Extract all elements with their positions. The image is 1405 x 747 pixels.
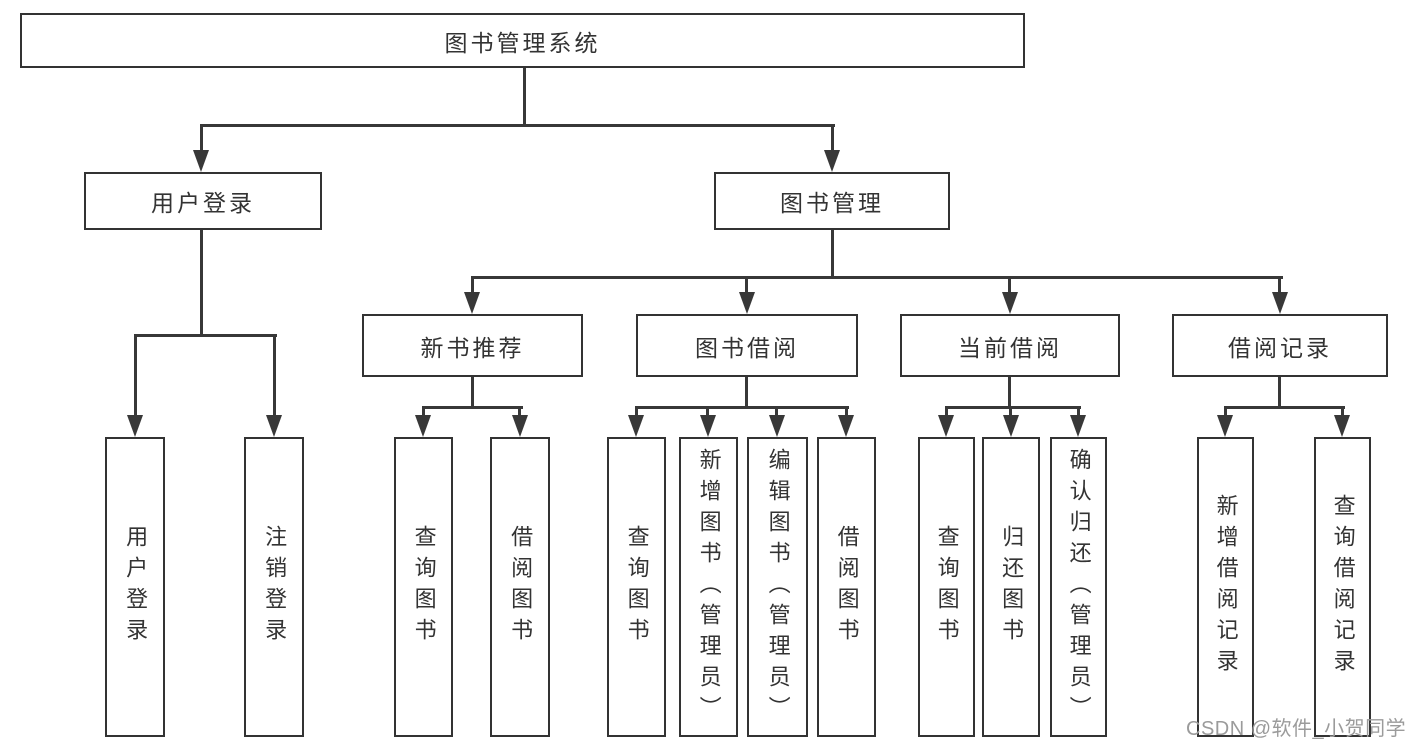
leaf-edit-book-admin: 编辑图书（管理员）: [747, 437, 808, 737]
leaf-add-borrow-record: 新增借阅记录: [1197, 437, 1254, 737]
connector-drop: [1008, 276, 1011, 296]
arrow-down-icon: [415, 415, 431, 437]
connector-drop: [518, 406, 521, 420]
arrow-down-icon: [824, 150, 840, 172]
node-label: 新书推荐: [420, 334, 525, 361]
node-label: 图书借阅: [695, 334, 799, 361]
node-library-management-system: 图书管理系统: [20, 13, 1025, 68]
node-label: 当前借阅: [958, 334, 1062, 361]
csdn-watermark: CSDN @软件_小贺同学: [1186, 718, 1405, 740]
leaf-label: 新增图书（管理员）: [696, 447, 722, 727]
arrow-down-icon: [1334, 415, 1350, 437]
connector-drop: [1009, 406, 1012, 420]
connector-drop: [1224, 406, 1227, 420]
connector-level3-hline: [471, 276, 1283, 279]
connector-drop: [134, 334, 137, 418]
arrow-down-icon: [1003, 415, 1019, 437]
leaf-add-book-admin: 新增图书（管理员）: [679, 437, 738, 737]
connector-records-hline: [1224, 406, 1345, 409]
connector-recommend-trunk: [471, 377, 474, 409]
leaf-logout: 注销登录: [244, 437, 304, 737]
connector-level2-hline: [200, 124, 835, 127]
leaf-label: 归还图书: [999, 525, 1025, 649]
leaf-query-borrow-record: 查询借阅记录: [1314, 437, 1371, 737]
leaf-label: 借阅图书: [508, 525, 534, 649]
connector-root-trunk: [523, 68, 526, 127]
arrow-down-icon: [266, 415, 282, 437]
arrow-down-icon: [1217, 415, 1233, 437]
connector-drop: [1077, 406, 1080, 420]
arrow-down-icon: [769, 415, 785, 437]
node-user-login: 用户登录: [84, 172, 322, 230]
leaf-label: 新增借阅记录: [1213, 494, 1239, 680]
leaf-label: 查询图书: [624, 525, 650, 649]
connector-book-management-trunk: [831, 230, 834, 279]
connector-drop: [845, 406, 848, 420]
connector-drop: [635, 406, 638, 420]
connector-user-login-trunk: [200, 230, 203, 337]
leaf-label: 查询图书: [411, 525, 437, 649]
leaf-label: 查询图书: [934, 525, 960, 649]
leaf-query-books-borrow: 查询图书: [607, 437, 666, 737]
connector-drop: [471, 276, 474, 296]
arrow-down-icon: [628, 415, 644, 437]
connector-current-trunk: [1008, 377, 1011, 409]
leaf-label: 注销登录: [262, 525, 288, 649]
node-label: 用户登录: [151, 190, 255, 216]
leaf-label: 确认归还（管理员）: [1066, 447, 1092, 727]
arrow-down-icon: [838, 415, 854, 437]
arrow-down-icon: [464, 292, 480, 314]
node-current-borrow: 当前借阅: [900, 314, 1120, 377]
connector-drop: [1278, 276, 1281, 296]
connector-drop: [706, 406, 709, 420]
connector-drop: [745, 276, 748, 296]
connector-borrow-trunk: [745, 377, 748, 409]
leaf-label: 查询借阅记录: [1330, 494, 1356, 680]
connector-records-trunk: [1278, 377, 1281, 409]
leaf-label: 用户登录: [123, 525, 149, 649]
leaf-confirm-return-admin: 确认归还（管理员）: [1050, 437, 1107, 737]
arrow-down-icon: [938, 415, 954, 437]
leaf-borrow-books: 借阅图书: [817, 437, 876, 737]
leaf-user-login: 用户登录: [105, 437, 165, 737]
node-label: 借阅记录: [1228, 334, 1332, 361]
connector-recommend-hline: [422, 406, 523, 409]
connector-user-login-hline: [134, 334, 277, 337]
node-book-management: 图书管理: [714, 172, 950, 230]
arrow-down-icon: [127, 415, 143, 437]
node-book-borrow: 图书借阅: [636, 314, 858, 377]
connector-borrow-hline: [635, 406, 849, 409]
leaf-borrow-books-recommend: 借阅图书: [490, 437, 550, 737]
node-label: 图书管理: [780, 190, 884, 216]
connector-drop: [1341, 406, 1344, 420]
node-label: 图书管理系统: [444, 29, 601, 56]
connector-drop: [945, 406, 948, 420]
connector-drop: [273, 334, 276, 418]
connector-drop: [422, 406, 425, 420]
connector-user-login-drop: [200, 124, 203, 154]
arrow-down-icon: [700, 415, 716, 437]
arrow-down-icon: [1272, 292, 1288, 314]
arrow-down-icon: [1002, 292, 1018, 314]
arrow-down-icon: [512, 415, 528, 437]
arrow-down-icon: [739, 292, 755, 314]
leaf-label: 借阅图书: [834, 525, 860, 649]
arrow-down-icon: [193, 150, 209, 172]
leaf-query-books-current: 查询图书: [918, 437, 975, 737]
connector-book-management-drop: [831, 124, 834, 154]
node-new-book-recommend: 新书推荐: [362, 314, 583, 377]
connector-current-hline: [945, 406, 1081, 409]
node-borrow-records: 借阅记录: [1172, 314, 1388, 377]
leaf-query-books-recommend: 查询图书: [394, 437, 453, 737]
leaf-label: 编辑图书（管理员）: [765, 447, 791, 727]
connector-drop: [775, 406, 778, 420]
leaf-return-book: 归还图书: [982, 437, 1040, 737]
arrow-down-icon: [1070, 415, 1086, 437]
